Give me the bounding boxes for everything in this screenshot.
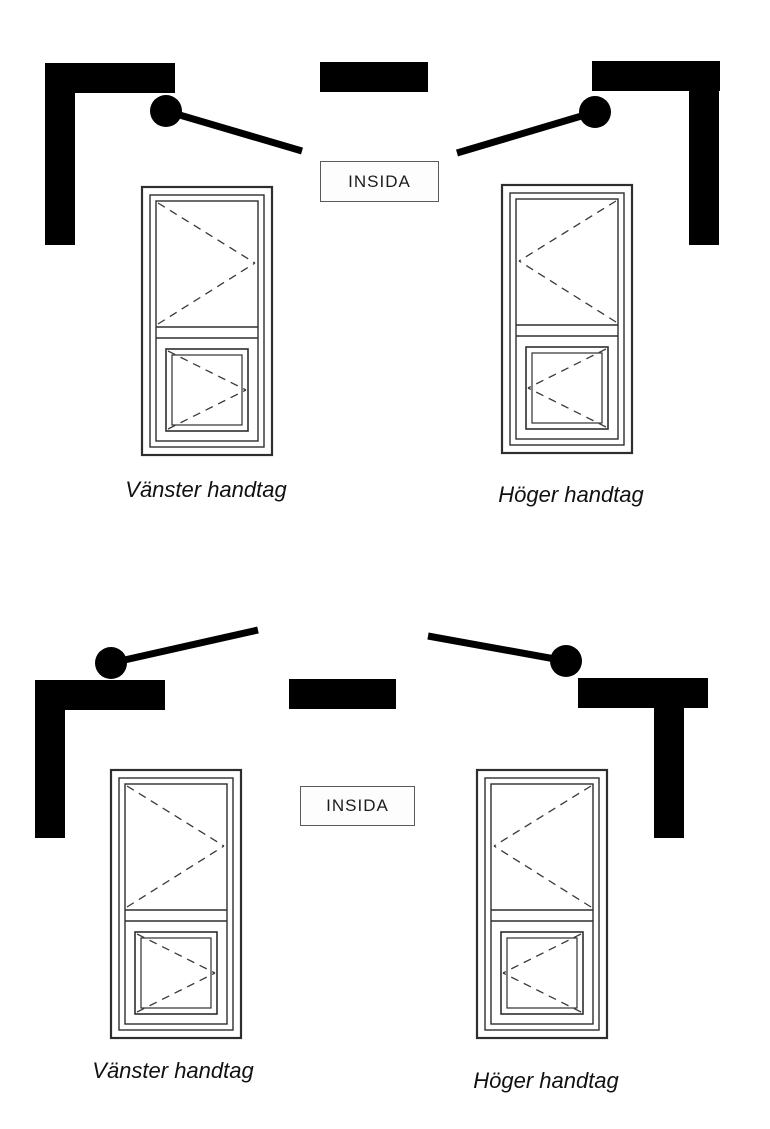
wall-bottom-middle bbox=[289, 679, 396, 709]
caption-left-handle-top: Vänster handtag bbox=[125, 477, 287, 502]
plan-view-bottom bbox=[35, 626, 708, 838]
wall-top-right-vertical bbox=[689, 61, 719, 245]
hinge-dot-left-top bbox=[150, 95, 182, 127]
wall-bottom-left-vertical bbox=[35, 680, 65, 838]
hinge-dot-right-top bbox=[579, 96, 611, 128]
insida-label-bottom: INSIDA bbox=[326, 796, 389, 815]
caption-left-handle-bottom: Vänster handtag bbox=[92, 1058, 254, 1083]
wall-bottom-right-horizontal bbox=[578, 678, 708, 708]
caption-right-handle-top: Höger handtag bbox=[498, 482, 644, 507]
door-leaf-line-right-bottom bbox=[427, 632, 567, 665]
door-leaf-line-left-top bbox=[165, 107, 303, 155]
wall-top-left-vertical bbox=[45, 63, 75, 245]
insida-box-bottom: INSIDA bbox=[300, 786, 415, 826]
plan-view-top bbox=[45, 61, 720, 245]
insida-box-top: INSIDA bbox=[320, 161, 439, 202]
door-leaf-line-left-bottom bbox=[110, 626, 259, 667]
wall-top-middle bbox=[320, 62, 428, 92]
wall-bottom-right-vertical bbox=[654, 678, 684, 838]
caption-right-handle-bottom: Höger handtag bbox=[473, 1068, 619, 1093]
door-elevation-left-handle-top bbox=[140, 185, 274, 457]
door-elevation-right-handle-bottom bbox=[475, 768, 609, 1040]
door-elevation-right-handle-top bbox=[500, 183, 634, 455]
door-elevation-left-handle-bottom bbox=[109, 768, 243, 1040]
insida-label-top: INSIDA bbox=[348, 171, 411, 191]
hinge-dot-left-bottom bbox=[95, 647, 127, 679]
door-leaf-line-right-top bbox=[456, 108, 596, 157]
hinge-dot-right-bottom bbox=[550, 645, 582, 677]
